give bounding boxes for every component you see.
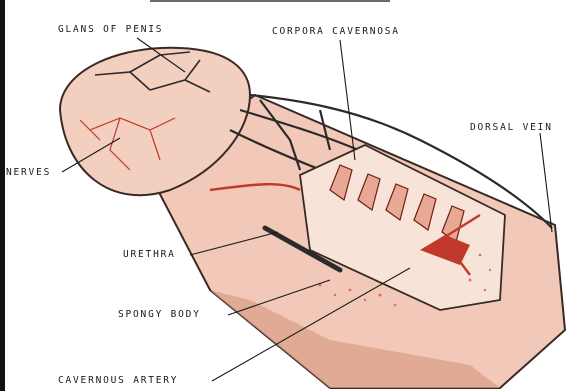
label-dorsal-vein: DORSAL VEIN: [470, 122, 553, 133]
label-cavernous-artery: CAVERNOUS ARTERY: [58, 375, 178, 386]
label-glans: GLANS OF PENIS: [58, 24, 163, 35]
label-corpora-cavernosa: CORPORA CAVERNOSA: [272, 26, 400, 37]
label-nerves: NERVES: [6, 167, 51, 178]
label-urethra: URETHRA: [123, 249, 176, 260]
label-spongy-body: SPONGY BODY: [118, 309, 201, 320]
